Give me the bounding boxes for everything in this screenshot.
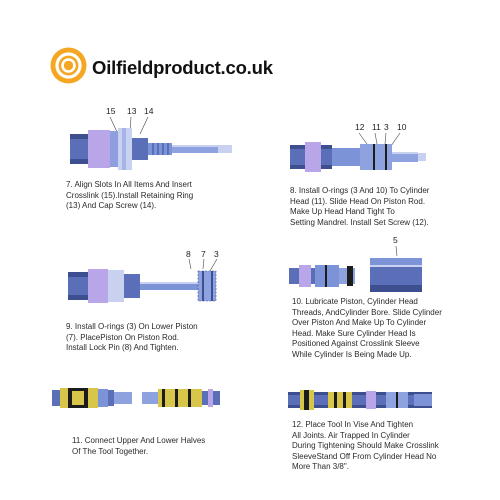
- brand-logo-icon: [50, 47, 87, 84]
- step9-diagram: 8 7 3: [68, 249, 219, 303]
- label-3: 3: [384, 122, 389, 132]
- step9-caption: 9. Install O-rings (3) On Lower Piston (…: [66, 322, 198, 352]
- label-11: 11: [372, 122, 381, 132]
- step11-caption: 11. Connect Upper And Lower Halves Of Th…: [72, 436, 206, 456]
- label-12: 12: [355, 122, 365, 132]
- label-8: 8: [186, 249, 191, 259]
- label-14: 14: [144, 106, 154, 116]
- label-10: 10: [397, 122, 407, 132]
- brand-name: Oilfieldproduct.co.uk: [92, 57, 273, 78]
- label-3b: 3: [214, 249, 219, 259]
- label-5: 5: [393, 235, 398, 245]
- step7-caption: 7. Align Slots In All Items And Insert C…: [66, 180, 194, 210]
- step7-diagram: 15 13 14: [70, 106, 232, 170]
- step10-diagram: 5: [289, 235, 422, 292]
- step8-diagram: 12 11 3 10: [290, 122, 426, 172]
- step12-diagram: [288, 390, 432, 410]
- step11-diagram: [52, 388, 220, 408]
- label-7: 7: [201, 249, 206, 259]
- label-13: 13: [127, 106, 137, 116]
- step8-caption: 8. Install O-rings (3 And 10) To Cylinde…: [290, 186, 430, 227]
- step12-caption: 12. Place Tool In Vise And Tighten All J…: [292, 420, 439, 471]
- label-15: 15: [106, 106, 116, 116]
- step10-caption: 10. Lubricate Piston, Cylinder Head Thre…: [292, 297, 442, 359]
